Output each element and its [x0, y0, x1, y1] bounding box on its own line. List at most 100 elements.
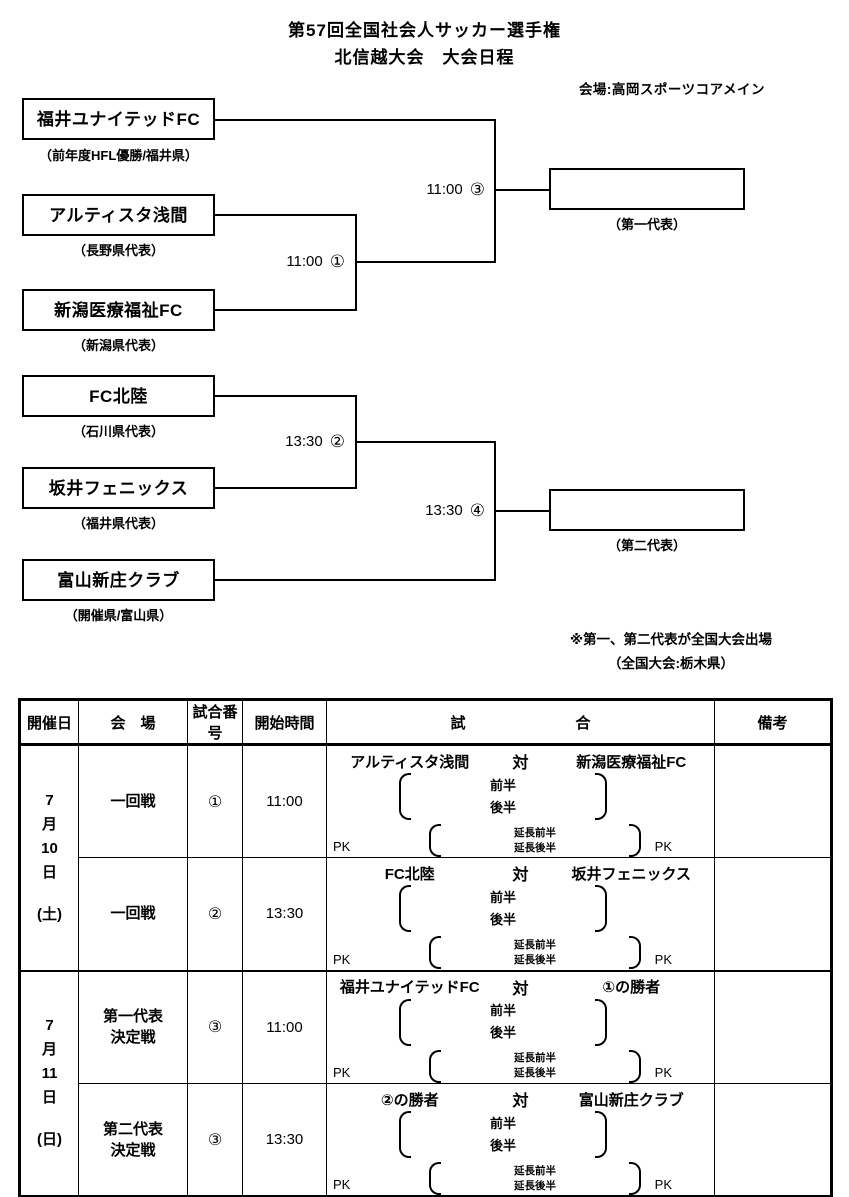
- bracket-left-icon: [429, 1162, 441, 1195]
- match-time: 11:00: [286, 252, 323, 270]
- pk-label-right: PK: [654, 839, 672, 854]
- bracket-left-icon: [429, 1049, 441, 1083]
- team-caption: （新潟県代表）: [72, 338, 164, 353]
- col-header-remarks: 備考: [714, 699, 832, 746]
- team-caption: （福井県代表）: [72, 516, 164, 531]
- home-team: アルティスタ浅間: [350, 753, 470, 771]
- bracket-line: [213, 309, 355, 311]
- bracket-line: [355, 441, 496, 443]
- match-no-cell: ②: [187, 857, 243, 971]
- bracket-right-icon: [629, 1049, 641, 1083]
- match-no-cell: ①: [187, 744, 243, 858]
- second-half-label: 後半: [489, 1025, 516, 1040]
- pk-label-left: PK: [333, 839, 351, 854]
- bracket-line: [494, 441, 496, 581]
- pk-label-left: PK: [333, 1177, 351, 1192]
- winner-caption: （第一代表）: [607, 217, 686, 232]
- team-box-fc-hokuriku: FC北陸: [22, 375, 215, 417]
- col-header-match: 試合: [326, 699, 715, 746]
- bracket-line: [213, 579, 496, 581]
- team-box-toyama-shinjo: 富山新庄クラブ: [22, 559, 215, 601]
- vs-label: 対: [512, 755, 529, 772]
- second-half-label: 後半: [489, 799, 516, 815]
- pk-label-right: PK: [654, 1177, 672, 1192]
- bracket-right-icon: [595, 773, 607, 820]
- winner-box-second: [549, 489, 745, 531]
- bracket-line: [213, 487, 355, 489]
- round-cell: 一回戦: [78, 857, 188, 971]
- score-bracket-regulation: 前半 後半: [399, 1111, 607, 1158]
- date-cell-jul10: 7 月 10 日 (土): [19, 744, 79, 971]
- extra-first-half-label: 延長前半: [514, 1052, 556, 1064]
- match-cell: FC北陸 対 坂井フェニックス 前半 後半 延長前半 延長後: [326, 857, 715, 971]
- bracket-left-icon: [429, 936, 441, 969]
- bracket-line: [496, 189, 549, 191]
- extra-first-half-label: 延長前半: [514, 938, 556, 951]
- round-cell: 第一代表 決定戦: [78, 969, 188, 1084]
- start-time-cell: 11:00: [242, 744, 327, 858]
- first-half-label: 前半: [489, 889, 516, 905]
- second-half-label: 後半: [489, 1137, 516, 1153]
- first-half-label: 前半: [489, 1003, 516, 1018]
- score-bracket-regulation: 前半 後半: [399, 773, 607, 820]
- match-no-cell: ③: [187, 1083, 243, 1197]
- away-team: 新潟医療福祉FC: [576, 753, 687, 771]
- match-number-icon: ①: [329, 251, 345, 271]
- match-cell: ②の勝者 対 富山新庄クラブ 前半 後半 延長前半 延長後半: [326, 1083, 715, 1197]
- team-caption: （石川県代表）: [72, 424, 164, 439]
- round-cell: 一回戦: [78, 744, 188, 858]
- bracket-right-icon: [629, 1162, 641, 1195]
- remarks-cell: [714, 1083, 832, 1197]
- start-time-cell: 11:00: [242, 969, 327, 1084]
- second-half-label: 後半: [489, 911, 516, 927]
- bracket-right-icon: [595, 1111, 607, 1158]
- venue-label: 会場:高岡スポーツコアメイン: [578, 82, 765, 97]
- schedule-table: 開催日 会 場 試合番号 開始時間 試合 備考 7 月 10 日 (土) 一回戦: [18, 698, 833, 1197]
- match-cell: アルティスタ浅間 対 新潟医療福祉FC 前半 後半 延長前半: [326, 744, 715, 858]
- home-team: 福井ユナイテッドFC: [339, 979, 480, 996]
- pk-label-left: PK: [333, 1065, 351, 1080]
- team-caption: （長野県代表）: [72, 243, 164, 258]
- bracket-left-icon: [399, 773, 411, 820]
- extra-first-half-label: 延長前半: [514, 826, 556, 839]
- match-time: 13:30: [285, 432, 323, 450]
- team-box-artista-asama: アルティスタ浅間: [22, 194, 215, 236]
- match-no-cell: ③: [187, 969, 243, 1084]
- away-team: 富山新庄クラブ: [578, 1091, 684, 1109]
- winner-box-first: [549, 168, 745, 210]
- table-row: 7 月 11 日 (日) 第一代表 決定戦 ③ 11:00 福井ユナイテッドFC…: [19, 969, 832, 1197]
- match-label-1: 11:00 ①: [227, 250, 345, 272]
- score-bracket-regulation: 前半 後半: [399, 998, 607, 1046]
- team-box-niigata-iryo: 新潟医療福祉FC: [22, 289, 215, 331]
- bracket-left-icon: [399, 1111, 411, 1158]
- round-cell: 第二代表 決定戦: [78, 1083, 188, 1197]
- winner-caption: （第二代表）: [607, 538, 686, 553]
- bracket-right-icon: [595, 885, 607, 932]
- team-box-fukui-united: 福井ユナイテッドFC: [22, 98, 215, 140]
- bracket-right-icon: [629, 936, 641, 969]
- vs-label: 対: [512, 1093, 529, 1110]
- bracket-line: [213, 395, 355, 397]
- bracket-line: [494, 119, 496, 263]
- home-team: ②の勝者: [380, 1091, 439, 1109]
- match-number-icon: ②: [329, 431, 345, 451]
- first-half-label: 前半: [489, 777, 516, 793]
- score-bracket-extra: 延長前半 延長後半: [429, 936, 641, 969]
- score-bracket-regulation: 前半 後半: [399, 885, 607, 932]
- bracket-line: [496, 510, 549, 512]
- first-half-label: 前半: [489, 1115, 516, 1131]
- col-header-date: 開催日: [19, 699, 79, 746]
- bracket-left-icon: [399, 998, 411, 1046]
- bracket-line: [355, 261, 496, 263]
- bracket-right-icon: [595, 998, 607, 1046]
- start-time-cell: 13:30: [242, 1083, 327, 1197]
- team-caption: （前年度HFL優勝/福井県）: [39, 148, 198, 163]
- vs-label: 対: [512, 867, 529, 884]
- note-line-1: ※第一、第二代表が全国大会出場: [569, 632, 773, 647]
- col-header-match-no: 試合番号: [187, 699, 243, 746]
- bracket-line: [213, 119, 496, 121]
- match-label-2: 13:30 ②: [227, 430, 345, 452]
